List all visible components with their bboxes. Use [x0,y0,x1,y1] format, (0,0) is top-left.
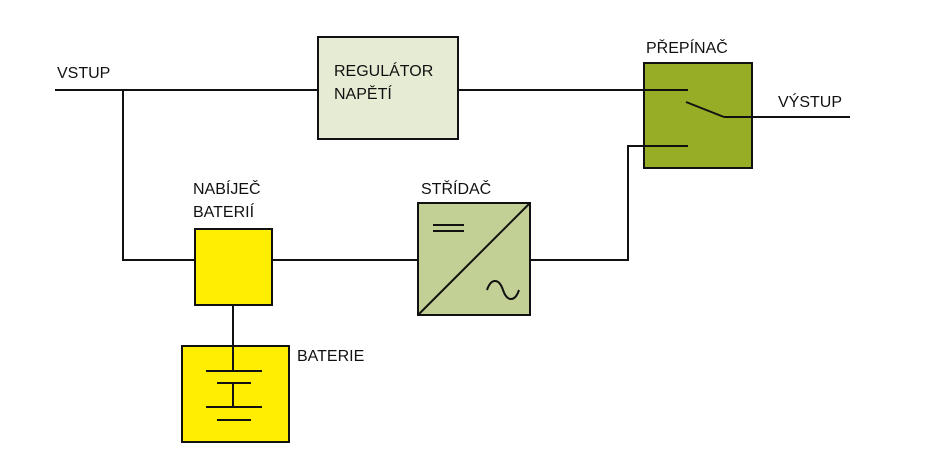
output-label: VÝSTUP [778,92,842,111]
charger-label-line1: NABÍJEČ [193,179,261,198]
battery-label: BATERIE [297,348,364,365]
inverter-block: STŘÍDAČ [417,179,531,316]
inverter-label: STŘÍDAČ [421,179,491,198]
switch-label: PŘEPÍNAČ [646,38,728,57]
transfer-switch-block: PŘEPÍNAČ [643,38,753,169]
battery-charger-block: NABÍJEČ BATERIÍ [193,179,273,306]
voltage-regulator-box [317,36,459,140]
input-to-charger-wire [122,90,195,261]
battery-cells-icon [206,346,262,421]
dc-ac-inverter-icon [417,202,531,316]
spdt-switch-icon [644,89,752,147]
battery-box [181,345,290,443]
battery-charger-box [194,228,273,306]
battery-block: BATERIE [181,345,364,443]
input-label: VSTUP [57,65,110,82]
voltage-regulator-block: REGULÁTOR NAPĚTÍ [317,36,459,140]
transfer-switch-box [643,62,753,169]
charger-label-line2: BATERIÍ [193,202,255,221]
regulator-label-line1: REGULÁTOR [334,61,433,80]
regulator-label-line2: NAPĚTÍ [334,84,392,103]
